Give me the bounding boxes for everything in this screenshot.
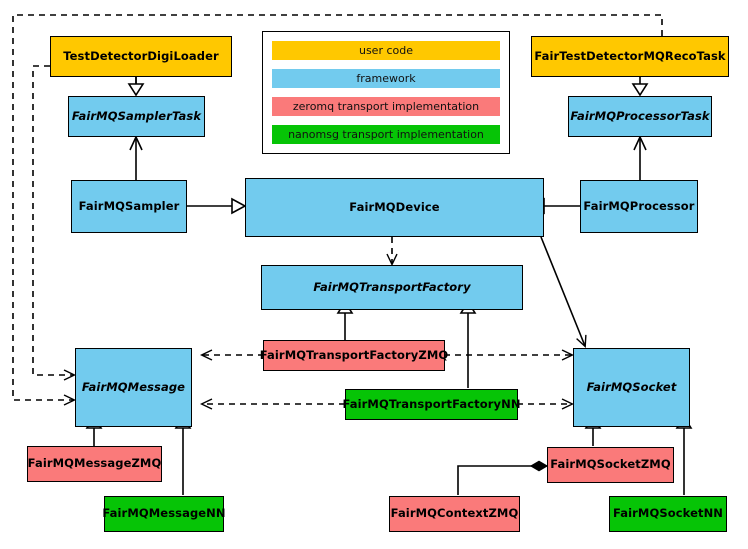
edge-sampler-to-device xyxy=(187,197,247,215)
legend-label: framework xyxy=(356,72,416,85)
node-label: FairMQSamplerTask xyxy=(71,108,202,123)
node-fair-mq-processor-task[interactable]: FairMQProcessorTask xyxy=(568,96,712,137)
edge-digiloader-to-samplertask xyxy=(127,77,145,97)
legend-label: nanomsg transport implementation xyxy=(288,128,484,141)
edge-messagenn-to-message xyxy=(174,415,192,495)
edge-recotask-to-processortask xyxy=(631,77,649,97)
legend-item-nanomsg: nanomsg transport implementation xyxy=(272,125,500,144)
legend-item-framework: framework xyxy=(272,69,500,88)
edge-socketzmq-to-contextzmq xyxy=(457,466,547,495)
node-label: FairMQTransportFactoryZMQ xyxy=(259,347,449,362)
node-label: FairMQSocketZMQ xyxy=(550,457,671,472)
node-fair-mq-message[interactable]: FairMQMessage xyxy=(75,348,192,427)
node-label: FairMQTransportFactory xyxy=(313,279,471,294)
node-fair-mq-transport-factory[interactable]: FairMQTransportFactory xyxy=(261,265,523,310)
node-label: FairMQProcessorTask xyxy=(570,108,710,123)
node-fair-mq-sampler[interactable]: FairMQSampler xyxy=(71,180,187,233)
node-fair-mq-context-zmq[interactable]: FairMQContextZMQ xyxy=(389,496,520,532)
node-fair-mq-socket[interactable]: FairMQSocket xyxy=(573,348,690,427)
node-label: FairMQProcessor xyxy=(583,198,695,213)
node-fair-mq-message-zmq[interactable]: FairMQMessageZMQ xyxy=(27,446,162,482)
legend-panel: user code framework zeromq transport imp… xyxy=(262,31,510,154)
edge-factorynn-to-factory xyxy=(459,300,477,388)
edge-device-to-socket xyxy=(540,236,585,346)
node-label: FairMQMessageZMQ xyxy=(27,456,162,471)
legend-item-user-code: user code xyxy=(272,41,500,60)
node-fair-mq-socket-zmq[interactable]: FairMQSocketZMQ xyxy=(547,447,674,483)
node-label: FairMQMessage xyxy=(81,379,186,394)
node-fair-mq-device[interactable]: FairMQDevice xyxy=(245,178,544,237)
edge-processor-to-processortask xyxy=(633,135,647,182)
node-test-detector-digi-loader[interactable]: TestDetectorDigiLoader xyxy=(50,36,232,77)
node-label: FairMQSocket xyxy=(586,379,677,394)
node-fair-mq-message-nn[interactable]: FairMQMessageNN xyxy=(102,496,226,532)
edge-socketnn-to-socket xyxy=(675,415,693,495)
node-fair-mq-transport-factory-zmq[interactable]: FairMQTransportFactoryZMQ xyxy=(260,340,448,371)
node-fair-mq-socket-nn[interactable]: FairMQSocketNN xyxy=(609,496,727,532)
node-label: TestDetectorDigiLoader xyxy=(63,48,219,63)
legend-label: zeromq transport implementation xyxy=(292,100,480,113)
node-label: FairMQDevice xyxy=(349,199,440,214)
node-label: FairMQMessageNN xyxy=(102,506,226,521)
node-fair-mq-transport-factory-nn[interactable]: FairMQTransportFactoryNN xyxy=(342,389,521,420)
node-label: FairTestDetectorMQRecoTask xyxy=(534,48,726,63)
node-label: FairMQTransportFactoryNN xyxy=(342,396,521,411)
node-fair-test-detector-mq-reco-task[interactable]: FairTestDetectorMQRecoTask xyxy=(531,36,729,77)
edge-sampler-to-samplertask xyxy=(129,135,143,182)
legend-label: user code xyxy=(358,44,414,57)
node-label: FairMQSampler xyxy=(78,198,180,213)
node-fair-mq-processor[interactable]: FairMQProcessor xyxy=(580,180,698,233)
node-fair-mq-sampler-task[interactable]: FairMQSamplerTask xyxy=(68,96,205,137)
legend-item-zeromq: zeromq transport implementation xyxy=(272,97,500,116)
node-label: FairMQSocketNN xyxy=(612,506,724,521)
node-label: FairMQContextZMQ xyxy=(390,506,519,521)
